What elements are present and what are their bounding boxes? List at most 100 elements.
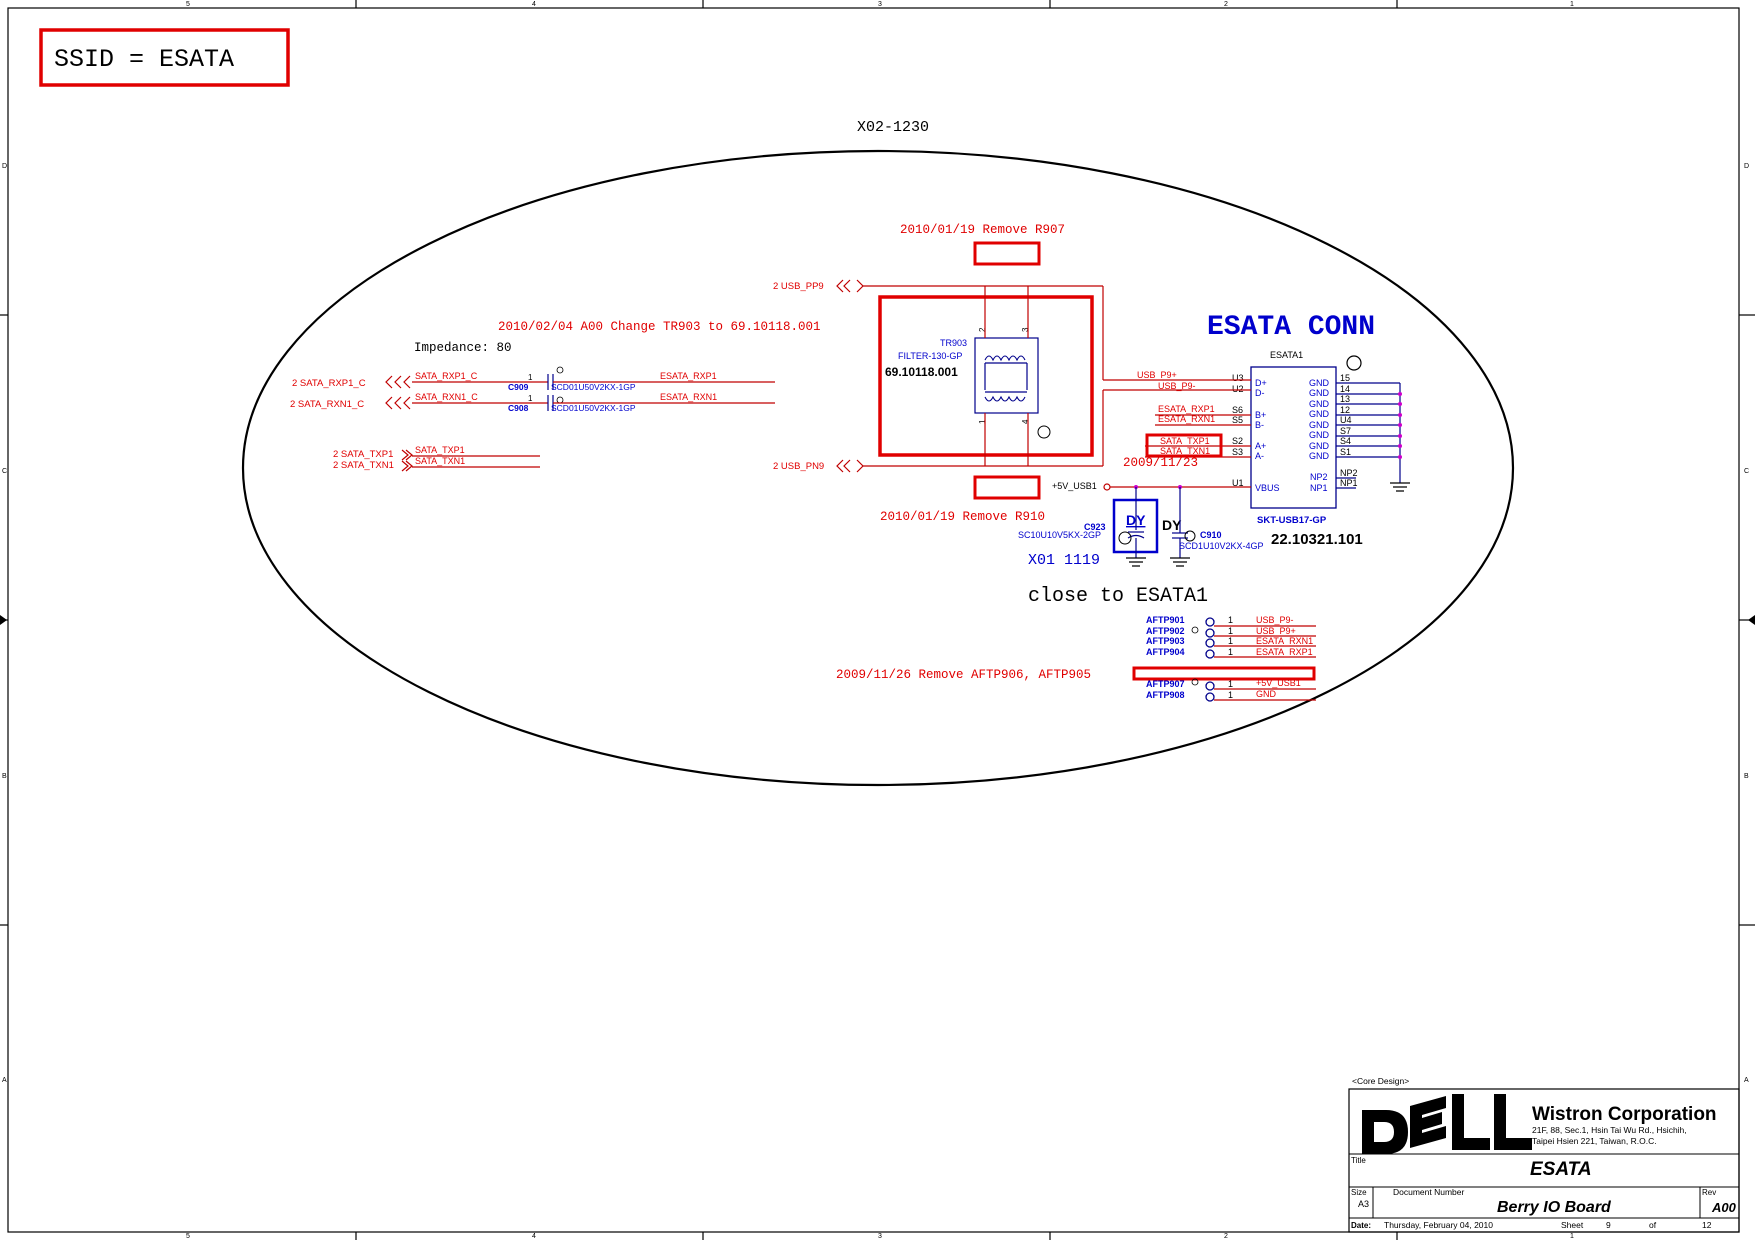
- tp-aftp904-icon: [1205, 649, 1215, 659]
- sata-tx-ports: 2 SATA_TXP1 SATA_TXP1 2 SATA_TXN1 SATA_T…: [333, 445, 540, 472]
- pb-free-icon: [1346, 355, 1362, 371]
- tr903-pin-4: 4: [1021, 419, 1030, 424]
- c910-part: SCD1U10V2KX-4GP: [1179, 541, 1264, 551]
- pin-num-s2: S2: [1232, 436, 1243, 446]
- ssid-text: SSID = ESATA: [54, 45, 234, 74]
- note-close-to-esata1: close to ESATA1: [1028, 585, 1208, 608]
- gnd-junction-dots: [1398, 392, 1402, 459]
- tp-aftp908-icon: [1205, 692, 1215, 702]
- tr903-pn: 69.10118.001: [885, 365, 958, 379]
- pin-num-s6: S6: [1232, 405, 1243, 415]
- tr903-body: [974, 337, 1039, 414]
- tr903-ref: TR903: [940, 338, 967, 348]
- tp-aftp907-icon: [1205, 681, 1215, 691]
- c910-gp-icon: [1184, 530, 1196, 542]
- sata-rx-ports: 2 SATA_RXP1_C SATA_RXP1_C 2 SATA_RXN1_C …: [290, 371, 548, 410]
- pin-num-u2: U2: [1232, 384, 1244, 394]
- c909-pin: 1: [528, 373, 533, 382]
- note-remove-r910: 2010/01/19 Remove R910: [880, 510, 1045, 524]
- net-sata-txp1: SATA_TXP1: [415, 445, 465, 455]
- tx-swap-highlight-box: [1145, 433, 1223, 458]
- connector-esata1: ESATA1 SKT-USB17-GP 22.10321.101 D+ U3 D…: [1232, 350, 1410, 548]
- tr903-pin-2: 2: [978, 327, 987, 332]
- zone-left-a: A: [2, 1077, 7, 1084]
- port-arrow-txp1-icon: [401, 449, 413, 461]
- tp-pin-aftp907: 1: [1228, 679, 1233, 689]
- tr903-coil-top-icon: [984, 355, 1026, 362]
- usb-ports: 2 USB_PP9 2 USB_PN9: [773, 279, 1022, 473]
- tp-aftp901-icon: [1205, 617, 1215, 627]
- pin-gnd-15: GND: [1309, 378, 1330, 388]
- tp-pin-aftp901: 1: [1228, 615, 1233, 625]
- net-sata-txn1: SATA_TXN1: [415, 456, 465, 466]
- tr903-gp-icon: [1037, 425, 1051, 439]
- tp-ref-aftp903: AFTP903: [1146, 636, 1185, 646]
- tp-ref-aftp908: AFTP908: [1146, 690, 1185, 700]
- ssid-box: [39, 28, 290, 87]
- tp-net-aftp901: USB_P9-: [1256, 615, 1294, 625]
- document-number: Berry IO Board: [1497, 1199, 1612, 1216]
- pin-name-bminus: B-: [1255, 420, 1264, 430]
- tp-ref-aftp901: AFTP901: [1146, 615, 1185, 625]
- pin-gnd-u4: GND: [1309, 420, 1330, 430]
- tr903-part: FILTER-130-GP: [898, 351, 962, 361]
- tr903-coil-bottom-icon: [984, 395, 1026, 402]
- connector-title: ESATA CONN: [1207, 312, 1375, 343]
- dell-logo: [1362, 1094, 1532, 1154]
- port-arrow-usb-pp9-icon: [836, 279, 864, 293]
- c910-ref: C910: [1200, 530, 1222, 540]
- pin-num-s4: S4: [1340, 436, 1351, 446]
- company-name: Wistron Corporation: [1532, 1104, 1717, 1125]
- pin-num-u3: U3: [1232, 373, 1244, 383]
- pin-num-14: 14: [1340, 384, 1350, 394]
- cap-c910: DY C910 SCD1U10V2KX-4GP: [1162, 487, 1264, 567]
- zone-right-a: A: [1744, 1077, 1749, 1084]
- note-2009-11-23: 2009/11/23: [1123, 456, 1198, 470]
- company-address-2: Taipei Hsien 221, Taiwan, R.O.C.: [1532, 1136, 1657, 1146]
- esata1-part: SKT-USB17-GP: [1257, 515, 1327, 526]
- zone-bottom-3: 3: [878, 1233, 882, 1240]
- sheet-title: ESATA: [1530, 1159, 1592, 1180]
- zone-top-2: 2: [1224, 1, 1228, 8]
- company-address-1: 21F, 88, Sec.1, Hsin Tai Wu Rd., Hsichih…: [1532, 1125, 1687, 1135]
- removed-aftp-box: [1132, 666, 1316, 681]
- c923-ref: C923: [1084, 522, 1106, 532]
- cap-c923: DY C923 SC10U10V5KX-2GP: [1018, 487, 1159, 567]
- pin-name-bplus: B+: [1255, 410, 1266, 420]
- port-sata-rxn1-c: 2 SATA_RXN1_C: [290, 399, 364, 410]
- c923-gp-icon: [1118, 531, 1132, 545]
- net-esata-rxp1-left: ESATA_RXP1: [660, 371, 717, 381]
- c908-pin: 1: [528, 394, 533, 403]
- tp-pin-aftp904: 1: [1228, 647, 1233, 657]
- tr903-pin-3: 3: [1021, 327, 1030, 332]
- title-block: <Core Design> Wistron Corporation 21F, 8…: [1348, 1076, 1740, 1233]
- testpoints: AFTP901 1 USB_P9- AFTP902 1 USB_P9+ AFTP…: [1146, 615, 1316, 702]
- pin-name-np2: NP2: [1310, 472, 1328, 482]
- zone-left-b: B: [2, 773, 7, 780]
- tp-net-aftp902: USB_P9+: [1256, 626, 1296, 636]
- cap-c909: 1 C909 SCD01U50V2KX-1GP: [508, 366, 636, 392]
- pin-num-u4: U4: [1340, 415, 1352, 425]
- tr903-highlight-box: [878, 295, 1094, 457]
- sheet-total: 12: [1702, 1220, 1712, 1230]
- c909-ref: C909: [508, 382, 529, 392]
- pin-num-u1: U1: [1232, 478, 1244, 488]
- pin-gnd-s1: GND: [1309, 451, 1330, 461]
- of-label: of: [1649, 1220, 1657, 1230]
- port-arrow-txn1-icon: [401, 460, 413, 472]
- port-usb-pn9: 2 USB_PN9: [773, 461, 824, 472]
- pin-gnd-14: GND: [1309, 388, 1330, 398]
- tp-net-aftp907: +5V_USB1: [1256, 678, 1301, 688]
- title-label: Title: [1351, 1156, 1366, 1165]
- net-sata-txp1-right: SATA_TXP1: [1160, 436, 1210, 446]
- rev-value: A00: [1711, 1200, 1737, 1215]
- c908-ref: C908: [508, 403, 529, 413]
- net-sata-rxp1-c: SATA_RXP1_C: [415, 371, 478, 381]
- center-mark-left-icon: [0, 615, 7, 625]
- pin-num-s7: S7: [1340, 426, 1351, 436]
- net-usb-p9-minus: USB_P9-: [1158, 381, 1196, 391]
- zone-bottom-4: 4: [532, 1233, 536, 1240]
- pin-name-np1: NP1: [1310, 483, 1328, 493]
- core-design-label: <Core Design>: [1352, 1076, 1409, 1086]
